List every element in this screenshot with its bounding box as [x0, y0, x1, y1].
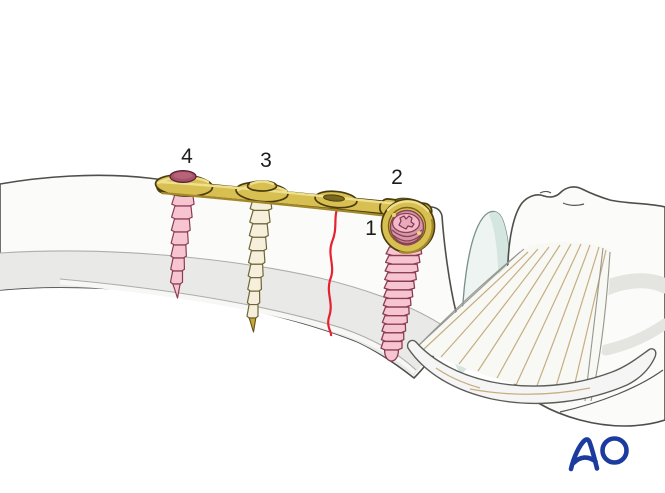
logo-letter-a-bar — [571, 455, 598, 466]
screw-4 — [169, 192, 195, 299]
logo-letter-a — [568, 437, 600, 472]
screw-4-head — [169, 170, 197, 183]
medullary-canal — [0, 250, 445, 376]
bone-shaft — [0, 174, 458, 379]
torx-socket — [398, 215, 415, 230]
label-screw-2: 2 — [391, 166, 403, 189]
screw-1 — [380, 246, 423, 362]
label-screw-3: 3 — [260, 149, 272, 172]
ao-logo: AO — [563, 428, 638, 478]
screw-3-head — [246, 180, 278, 192]
label-screw-4: 4 — [181, 145, 193, 168]
volar-band — [406, 339, 664, 413]
fracture-line — [327, 205, 340, 337]
plate-ring-hole — [380, 198, 436, 254]
screw-1-head — [389, 209, 425, 246]
screw-3 — [246, 196, 273, 333]
ao-logo-glyphs — [568, 436, 629, 472]
logo-letter-o — [600, 436, 629, 465]
empty-hole-slot — [323, 194, 345, 202]
label-screw-1: 1 — [365, 217, 377, 240]
